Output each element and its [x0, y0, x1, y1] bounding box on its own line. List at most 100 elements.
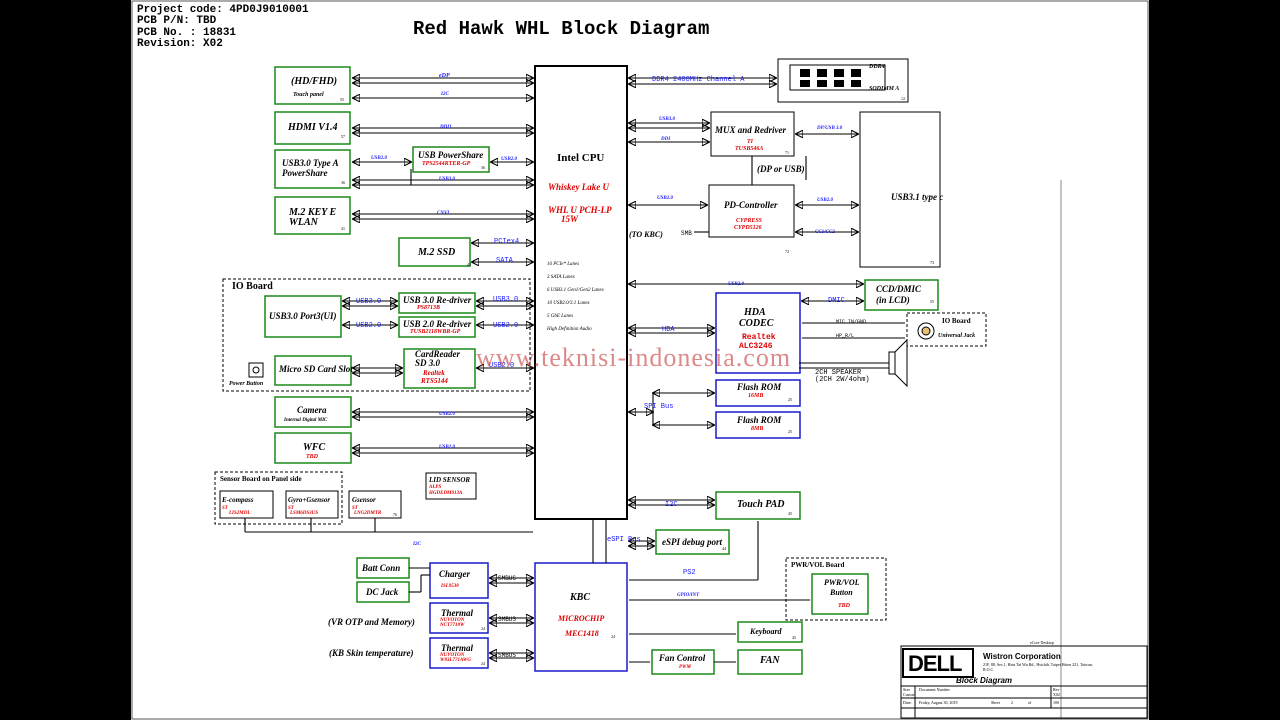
- of-label: of: [1028, 700, 1032, 705]
- io-port-label: USB3.0 Port3(UI): [269, 311, 337, 321]
- ddr-sub: SODIMM A: [869, 86, 900, 92]
- hda-part: ALC3246: [739, 342, 773, 351]
- sheet-value: 2: [1011, 700, 1013, 705]
- pd-vendor: CYPRESS: [736, 218, 763, 224]
- pd-part: CYPD5126: [734, 225, 762, 231]
- powershare-page: 36: [481, 165, 485, 170]
- powershare-part: TPS2544RTER-GP: [422, 161, 471, 167]
- custom-label: Custom: [903, 692, 916, 697]
- cardreader-vendor: Realtek: [423, 369, 445, 377]
- flash2-page: 25: [788, 429, 792, 434]
- project-code: Project code: 4PD0J9010001: [137, 4, 309, 16]
- cpu-block: [534, 65, 628, 520]
- sig-camera: USB2.0: [439, 412, 455, 417]
- hda-vendor: Realtek: [742, 333, 776, 342]
- sig-charger-smbus: SMBUS: [498, 575, 517, 582]
- io-jack-label: Universal Jack: [938, 333, 976, 339]
- usb31c-label: USB3.1 type c: [891, 192, 944, 202]
- ecompass-label: E-compass: [222, 496, 254, 504]
- sig-dmic: DMIC: [828, 297, 845, 305]
- hdmi-page: 57: [341, 134, 345, 139]
- speaker-line1: 2CH SPEAKER: [815, 369, 862, 377]
- m2ssd-page: 43: [467, 262, 471, 267]
- ecompass-part: LIS2MDL: [229, 511, 251, 516]
- sig-pd-in: USB2.0: [657, 196, 673, 201]
- sd-slot-label: Micro SD Card Slot: [279, 364, 353, 374]
- page-title: Red Hawk WHL Block Diagram: [413, 18, 710, 40]
- sig-io-usb2: USB2.0: [356, 322, 382, 330]
- ccd-line1: CCD/DMIC: [876, 284, 922, 294]
- panel-line1: (HD/FHD): [291, 76, 338, 87]
- charger-part: ISL9538: [441, 584, 459, 589]
- gsensor-page: 76: [393, 512, 397, 517]
- fanctl-label: Fan Control: [659, 653, 706, 663]
- thermal2-vendor: NUVOTON: [440, 653, 465, 658]
- sig-usb3-a: USB3.0: [439, 177, 455, 182]
- cardreader-part: RTS5144: [421, 377, 448, 385]
- wfc-label: WFC: [303, 442, 326, 453]
- sodimm-pins: [800, 69, 876, 87]
- pcb-pn: PCB P/N: TBD: [137, 15, 217, 27]
- company-name: Wistron Corporation: [983, 652, 1061, 661]
- gyro-part: LSM6DS3US: [290, 511, 319, 516]
- batt-label: Batt Conn: [362, 563, 401, 573]
- power-button-label[interactable]: Power Button: [229, 381, 264, 387]
- mux-vendor: TI: [747, 139, 753, 145]
- sig-ccd-usb2: USB2.0: [728, 282, 744, 287]
- fan-label: FAN: [760, 655, 780, 666]
- panel-line2: Touch panel: [293, 92, 324, 98]
- sheet-label: Sheet: [991, 700, 1000, 705]
- pwr-line2: Button: [830, 588, 853, 597]
- lid-label: LID SENSOR: [429, 476, 471, 484]
- lid-part: HGDEDM013A: [429, 491, 463, 496]
- cpu-lane-3: 10 USB2.0/3.1 Lanes: [547, 301, 590, 306]
- sig-mic: MIC_IN/GND: [836, 319, 867, 325]
- lid-vendor: ALPS: [429, 485, 442, 490]
- pwr-sub: TBD: [838, 603, 850, 609]
- ccd-line2: (in LCD): [876, 295, 910, 305]
- flash1-size: 16MB: [748, 393, 764, 399]
- cpu-code2: WHL U PCH-LP: [548, 205, 612, 215]
- usb30a-line1: USB3.0 Type A: [282, 158, 339, 168]
- gyro-vendor: ST: [288, 506, 294, 511]
- cpu-lane-0: 16 PCIe* Lanes: [547, 262, 580, 267]
- thermal1-part: NCT7718W: [440, 623, 465, 628]
- mux-page: 71: [785, 150, 789, 155]
- doc-number-label: Document Number: [919, 687, 950, 692]
- cardreader-line2: SD 3.0: [415, 358, 441, 368]
- usb30a-page: 36: [341, 180, 345, 185]
- camera-sub: Internal Digital MIC: [284, 418, 328, 423]
- usb31c-page: 73: [930, 260, 934, 265]
- charger-label: Charger: [439, 569, 471, 579]
- m2e-line1: M.2 KEY E: [289, 207, 337, 218]
- company-address: 21F, 88, Sec.1, Hsin Tai Wu Rd., Hsichih…: [983, 662, 1093, 672]
- touchpad-label: Touch PAD: [737, 499, 785, 510]
- cardreader-line1: CardReader: [415, 349, 460, 359]
- speaker-line2: (2CH 2W/4ohm): [815, 376, 870, 384]
- sig-smb: SMB: [681, 230, 692, 237]
- thermal1-note: (VR OTP and Memory): [328, 617, 415, 627]
- diagram-wires: [131, 0, 1149, 720]
- schematic-sheet: Project code: 4PD0J9010001 PCB P/N: TBD …: [131, 0, 1149, 720]
- dcjack-label: DC Jack: [366, 587, 399, 597]
- sig-ddr4: DDR4 2400MHz Channel A: [652, 76, 745, 84]
- sig-sata: SATA: [496, 257, 513, 265]
- sig-hda: HDA: [662, 326, 675, 334]
- thermal2-note: (KB Skin temperature): [329, 648, 414, 658]
- sig-i2c-panel: I2C: [441, 92, 449, 97]
- touchpad-page: 45: [788, 511, 792, 516]
- sig-cnvi: CNVI: [437, 211, 450, 216]
- date-label: Date:: [903, 700, 912, 705]
- size-label: Size: [903, 687, 910, 692]
- cpu-lane-5: High Definition Audio: [547, 327, 592, 332]
- gsensor-vendor: ST: [352, 506, 358, 511]
- sig-espi: eSPI Bus: [607, 536, 641, 544]
- redriver20-label: USB 2.0 Re-driver: [403, 319, 472, 329]
- mux-part: TUSB546A: [735, 146, 764, 152]
- thermal1-page: 24: [481, 626, 485, 631]
- ccd-page: 55: [930, 299, 934, 304]
- dell-logo: DELL: [908, 651, 962, 676]
- kbc-name: KBC: [570, 592, 591, 603]
- cpu-code1: Whiskey Lake U: [548, 182, 609, 192]
- thermal1-vendor: NUVOTON: [440, 618, 465, 623]
